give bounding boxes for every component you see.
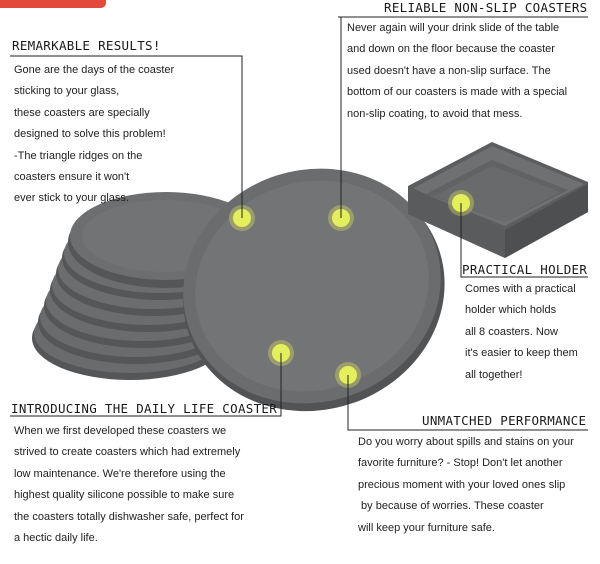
text-line: -The triangle ridges on the <box>14 149 143 162</box>
non-slip-heading: RELIABLE NON-SLIP COASTERS <box>384 0 588 15</box>
text-line: low maintenance. We're therefore using t… <box>14 467 226 480</box>
text-line: will keep your furniture safe. <box>358 521 495 534</box>
text-line: strived to create coasters which had ext… <box>14 446 241 459</box>
daily-life-heading: INTRODUCING THE DAILY LIFE COASTER <box>11 401 278 416</box>
text-line: bottom of our coasters is made with a sp… <box>347 86 568 99</box>
text-line: ever stick to your glass. <box>14 192 129 205</box>
performance-heading: UNMATCHED PERFORMANCE <box>422 413 587 428</box>
text-line: coasters ensure it won't <box>14 171 130 184</box>
text-line: Gone are the days of the coaster <box>14 64 175 76</box>
remarkable-text: Gone are the days of the coaster stickin… <box>14 60 174 210</box>
coaster-holder <box>408 142 588 258</box>
remarkable-heading: REMARKABLE RESULTS! <box>12 38 161 53</box>
brand-tab <box>0 0 106 8</box>
text-line: designed to solve this problem! <box>14 128 166 141</box>
text-line: all together! <box>465 368 523 381</box>
text-line: the coasters totally dishwasher safe, pe… <box>14 510 244 523</box>
text-line: holder which holds <box>465 304 557 317</box>
callout-lines <box>10 16 588 431</box>
performance-text: Do you worry about spills and stains on … <box>358 432 574 539</box>
text-line: precious moment with your loved ones sli… <box>358 478 566 491</box>
text-line: Never again will your drink slide of the… <box>347 22 560 34</box>
text-line: it's easier to keep them <box>465 347 578 360</box>
text-line: When we first developed these coasters w… <box>14 425 227 437</box>
text-line: by because of worries. These coaster <box>358 500 544 513</box>
holder-text: Comes with a practical holder which hold… <box>465 279 578 386</box>
holder-heading: PRACTICAL HOLDER <box>462 262 588 277</box>
text-line: used doesn't have a non-slip surface. Th… <box>347 64 551 77</box>
text-line: a hectic daily life. <box>14 532 98 545</box>
text-line: non-slip coating, to avoid that mess. <box>347 107 523 120</box>
text-line: Do you worry about spills and stains on … <box>358 436 574 448</box>
daily-life-text: When we first developed these coasters w… <box>14 421 244 549</box>
text-line: highest quality silicone possible to mak… <box>14 489 235 502</box>
text-line: and down on the floor because the coaste… <box>347 43 555 56</box>
text-line: favorite furniture? - Stop! Don't let an… <box>358 457 563 470</box>
non-slip-text: Never again will your drink slide of the… <box>347 18 567 125</box>
text-line: these coasters are specially <box>14 106 150 119</box>
front-coaster <box>183 168 445 412</box>
text-line: all 8 coasters. Now <box>465 325 558 338</box>
text-line: Comes with a practical <box>465 283 576 295</box>
text-line: sticking to your glass, <box>14 85 120 98</box>
